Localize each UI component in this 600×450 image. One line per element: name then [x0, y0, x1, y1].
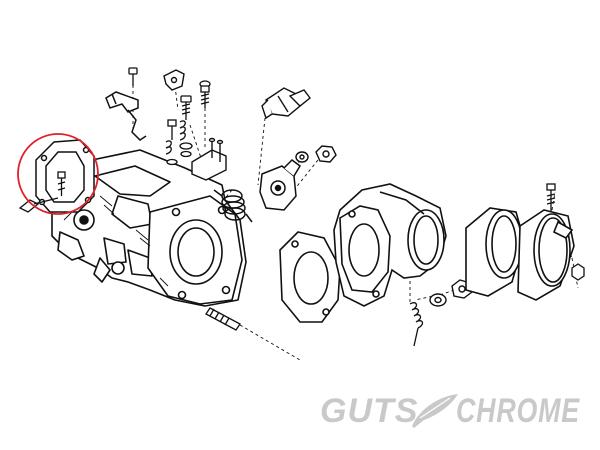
carburetor-body: [51, 149, 247, 307]
idle-screw-assembly: [179, 95, 193, 158]
washer-bottom: [429, 293, 447, 307]
throttle-cam: [259, 159, 301, 211]
choke-bracket: [105, 91, 147, 141]
throttle-lever: [163, 69, 185, 91]
clamp-screw: [546, 183, 556, 212]
gasket-screw: [57, 171, 66, 196]
vacuum-elbow-fitting: [261, 87, 311, 120]
rubber-sleeve: [465, 207, 525, 297]
manifold-gasket: [279, 231, 341, 323]
washer-top: [295, 151, 309, 163]
highlight-circle: [17, 133, 99, 215]
intake-manifold: [333, 183, 447, 307]
hex-nut-top: [315, 145, 337, 163]
hose-clamp: [517, 209, 575, 301]
long-screw: [199, 80, 211, 108]
clamp-nut: [571, 263, 585, 281]
throttle-return-spring: [213, 189, 253, 223]
cable-bracket: [191, 137, 227, 181]
mounting-stud: [205, 307, 241, 331]
mixture-screw-assembly: [165, 119, 178, 166]
bracket-screw: [128, 67, 138, 86]
small-spring: [409, 302, 424, 347]
small-screw-left: [18, 197, 59, 213]
